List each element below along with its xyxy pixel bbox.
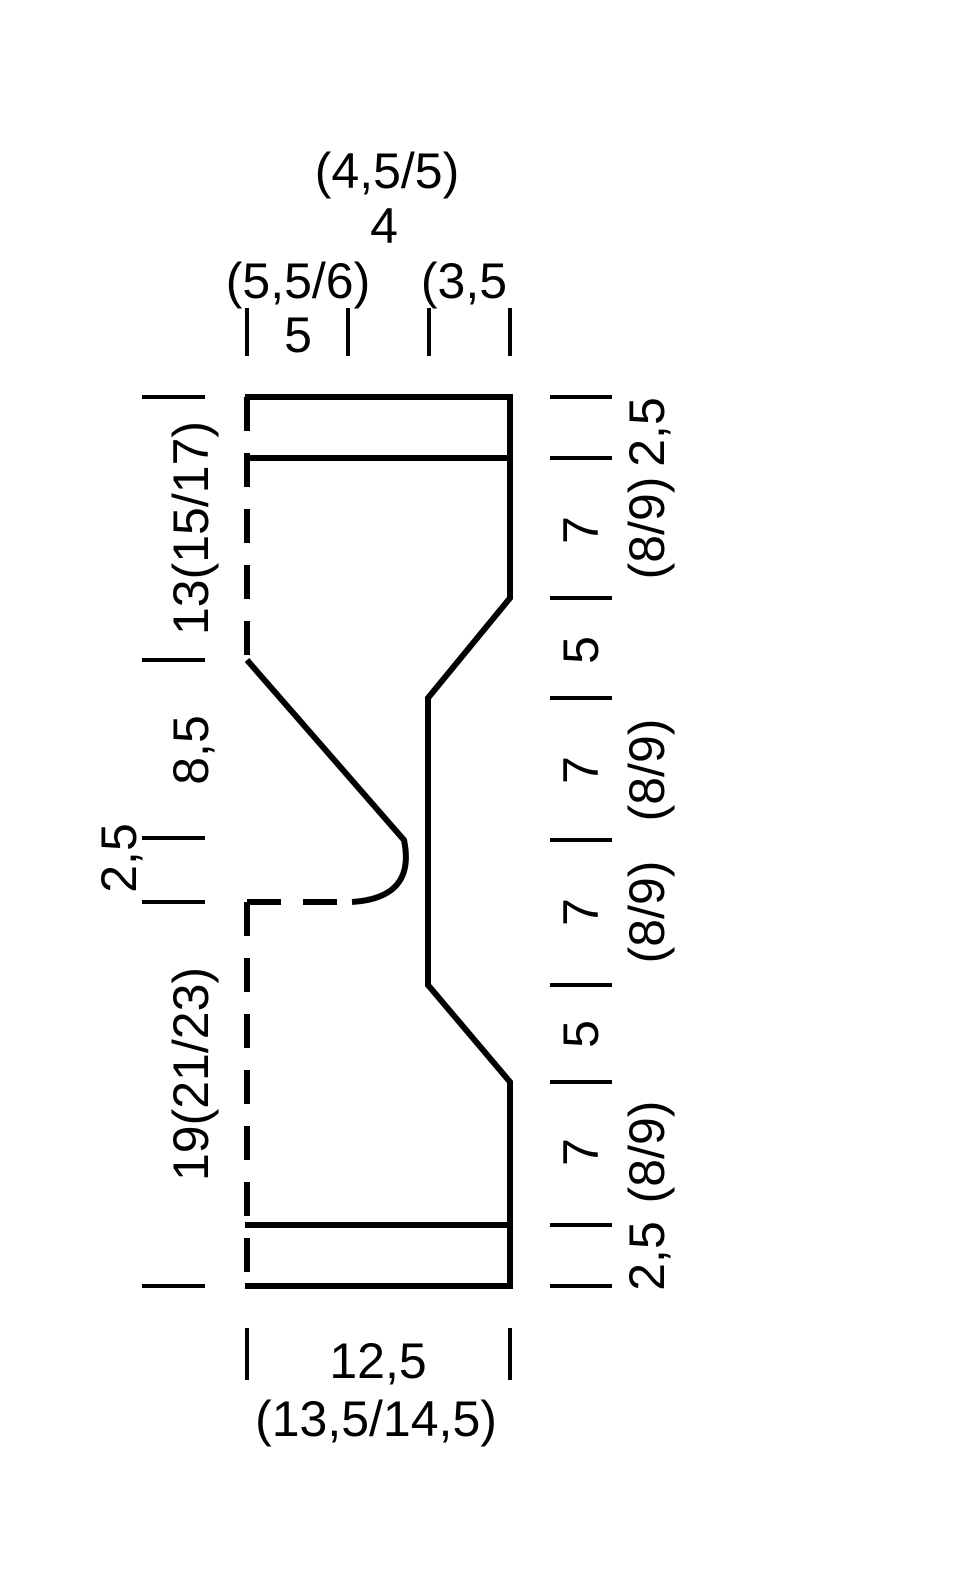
right-label-2: 7 (553, 516, 609, 544)
bottom-ticks (245, 1328, 512, 1380)
top-label-1: (4,5/5) (315, 143, 460, 199)
right-outer-label-3: (8/9) (619, 861, 675, 964)
right-label-6: 5 (553, 1020, 609, 1048)
right-label-1: 2,5 (619, 397, 675, 467)
top-label-3-left: (5,5/6) (226, 253, 371, 309)
right-label-4: 7 (553, 756, 609, 784)
right-label-5: 7 (553, 898, 609, 926)
left-label-upper: 13(15/17) (163, 421, 219, 635)
bottom-labels: 12,5 (13,5/14,5) (255, 1333, 497, 1447)
left-label-small: 2,5 (91, 823, 147, 893)
top-label-2: 4 (370, 198, 398, 254)
left-ticks (142, 395, 205, 1288)
thumb-curve (244, 658, 409, 905)
top-label-3-right: (3,5 (421, 253, 507, 309)
right-ticks (550, 395, 612, 1288)
bottom-label-1: 12,5 (329, 1333, 426, 1389)
left-label-middle: 8,5 (163, 715, 219, 785)
left-label-lower: 19(21/23) (163, 967, 219, 1181)
right-label-8: 2,5 (619, 1221, 675, 1291)
right-label-3: 5 (553, 636, 609, 664)
garment-outline (244, 394, 513, 1289)
right-contour (425, 394, 513, 1289)
left-labels: 13(15/17) 8,5 2,5 19(21/23) (91, 421, 219, 1181)
bottom-label-2: (13,5/14,5) (255, 1391, 497, 1447)
top-labels: (4,5/5) 4 (5,5/6) (3,5 5 (226, 143, 507, 363)
top-label-inner: 5 (284, 307, 312, 363)
right-inner-labels: 2,5 7 5 7 7 5 7 2,5 (553, 397, 675, 1291)
right-outer-labels: (8/9) (8/9) (8/9) (8/9) (619, 477, 675, 1204)
right-label-7: 7 (553, 1138, 609, 1166)
right-outer-label-1: (8/9) (619, 477, 675, 580)
top-ticks (245, 308, 512, 356)
right-outer-label-4: (8/9) (619, 1101, 675, 1204)
right-outer-label-2: (8/9) (619, 719, 675, 822)
